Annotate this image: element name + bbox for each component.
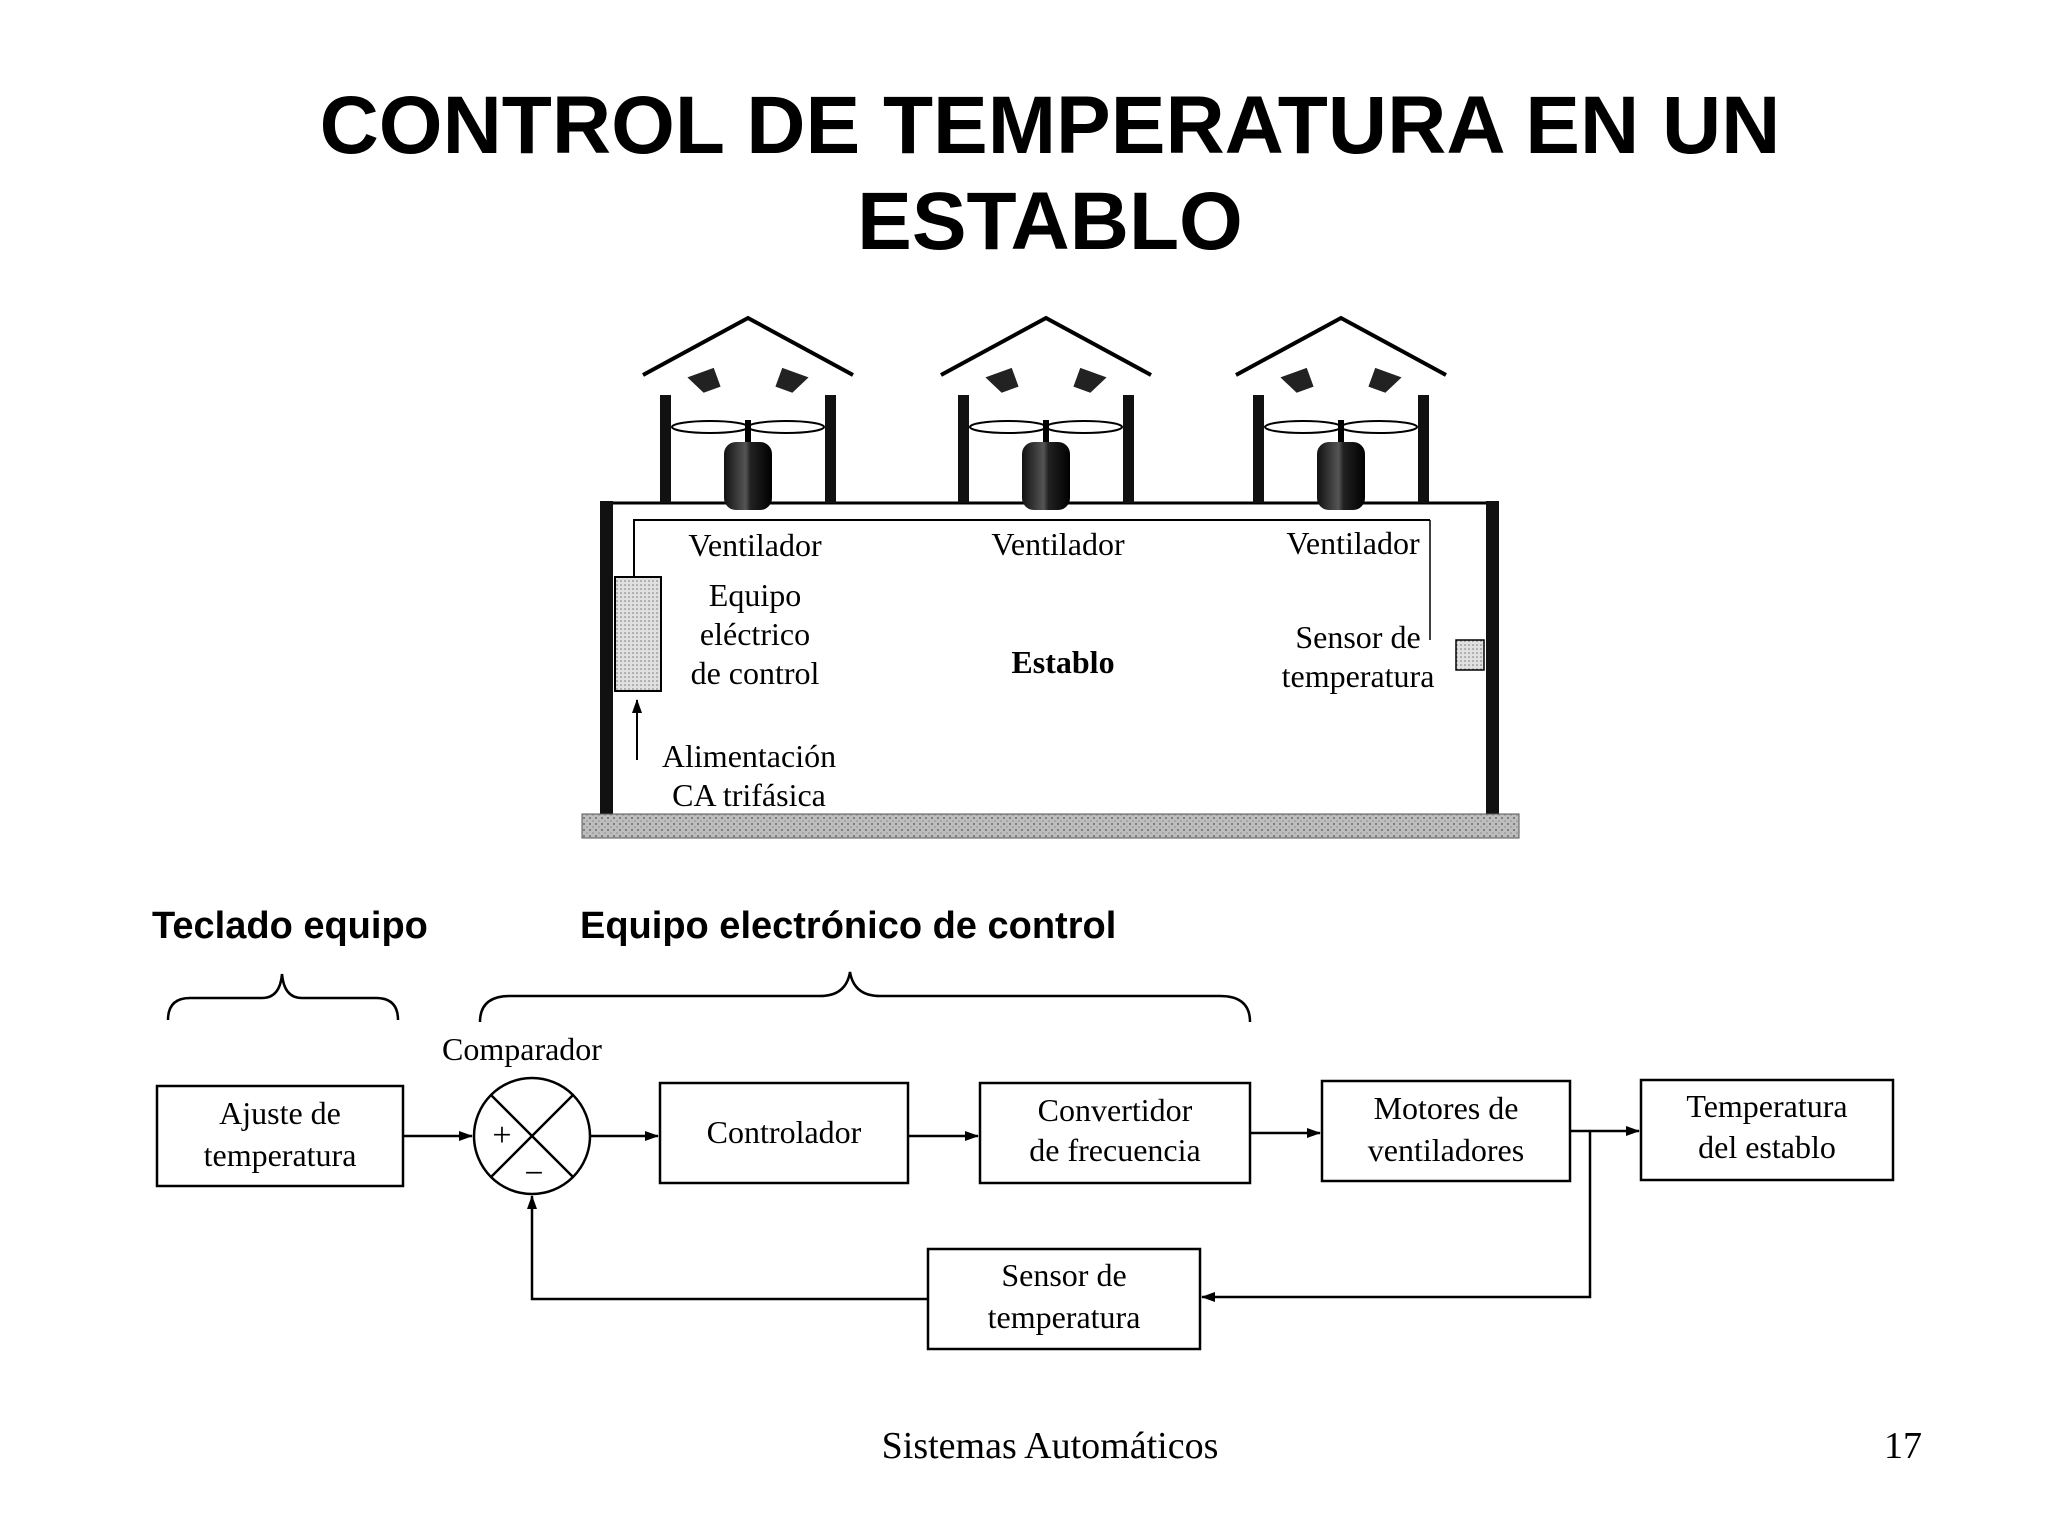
fan-label-1: Ventilador — [688, 527, 822, 563]
fan-blade-left — [671, 420, 749, 434]
block-converter-line-1: Convertidor — [1038, 1092, 1193, 1128]
fan-unit-2 — [940, 315, 1152, 510]
sensor-label-line-1: Sensor de — [1295, 619, 1420, 655]
fan-blade-right — [747, 420, 825, 434]
airflow-arrow-left-icon — [985, 367, 1019, 393]
block-setpoint-line-2: temperatura — [204, 1137, 357, 1173]
stable-right-wall — [1486, 501, 1499, 817]
title-line-2: ESTABLO — [857, 176, 1243, 267]
fan-hood-right-post — [825, 395, 836, 503]
fan-motor-icon — [1022, 442, 1070, 510]
block-output-line-2: del establo — [1698, 1129, 1836, 1165]
stable-illustration: Ventilador Ventilador Ventilador Equipo … — [581, 315, 1520, 839]
block-setpoint-line-1: Ajuste de — [219, 1095, 341, 1131]
block-temperature-sensor — [926, 1247, 1202, 1351]
fan-hood-right-post — [1123, 395, 1134, 503]
fan-shaft — [1043, 420, 1049, 442]
fan-blade-right — [1340, 420, 1418, 434]
block-motors-line-1: Motores de — [1374, 1090, 1519, 1126]
block-fan-motors — [1320, 1079, 1572, 1183]
fan-hood-roof — [1235, 315, 1447, 377]
fan-motor-icon — [724, 442, 772, 510]
power-label-line-2: CA trifásica — [672, 777, 826, 813]
fan-shaft — [745, 420, 751, 442]
control-label-line-1: Equipo — [709, 577, 801, 613]
stable-center-label: Establo — [1011, 644, 1114, 680]
block-setpoint — [155, 1084, 405, 1188]
page-number: 17 — [1884, 1425, 1922, 1467]
fan-hood-left-post — [958, 395, 969, 503]
fan-motor-icon — [1317, 442, 1365, 510]
block-sensor-line-1: Sensor de — [1001, 1257, 1126, 1293]
temperature-sensor-box — [1455, 639, 1485, 671]
slide-title: CONTROL DE TEMPERATURA EN UN ESTABLO — [0, 78, 2048, 270]
brace-right-label: Equipo electrónico de control — [580, 905, 1116, 947]
comparator-label: Comparador — [442, 1031, 602, 1067]
fan-unit-3 — [1235, 315, 1447, 510]
arrow-feedback-to-sensor — [1201, 1131, 1592, 1302]
power-label-line-1: Alimentación — [662, 738, 836, 774]
title-line-1: CONTROL DE TEMPERATURA EN UN — [319, 80, 1781, 171]
airflow-arrow-left-icon — [687, 367, 721, 393]
ground-strip — [581, 813, 1520, 839]
brace-left-label: Teclado equipo — [152, 905, 428, 947]
control-label-line-3: de control — [691, 655, 820, 691]
block-diagram: Teclado equipo Equipo electrónico de con… — [152, 905, 1895, 1351]
control-label-line-2: eléctrico — [700, 616, 810, 652]
fan-hood-right-post — [1418, 395, 1429, 503]
fan-label-2: Ventilador — [991, 526, 1125, 562]
comparator-plus-sign: + — [492, 1117, 511, 1154]
comparator-minus-sign: − — [524, 1155, 543, 1192]
block-output-line-1: Temperatura — [1686, 1088, 1847, 1124]
fan-hood-left-post — [1253, 395, 1264, 503]
block-frequency-converter — [978, 1081, 1252, 1185]
control-panel — [614, 576, 662, 692]
block-motors-line-2: ventiladores — [1368, 1132, 1524, 1168]
fan-unit-1 — [642, 315, 854, 510]
fan-blade-right — [1045, 420, 1123, 434]
stable-left-wall — [600, 501, 613, 817]
block-controller — [658, 1081, 910, 1185]
airflow-arrow-right-icon — [1368, 367, 1402, 393]
brace-right — [478, 971, 1252, 1023]
airflow-arrow-left-icon — [1280, 367, 1314, 393]
fan-shaft — [1338, 420, 1344, 442]
sensor-label-line-2: temperatura — [1282, 658, 1435, 694]
fan-hood-left-post — [660, 395, 671, 503]
comparator-summing-junction — [472, 1076, 592, 1196]
fan-hood-roof — [940, 315, 1152, 377]
arrow-sensor-to-comparator — [527, 1195, 928, 1301]
fan-label-3: Ventilador — [1286, 525, 1420, 561]
footer-course-name: Sistemas Automáticos — [881, 1425, 1219, 1467]
fan-hood-roof — [642, 315, 854, 377]
brace-left — [166, 973, 400, 1021]
control-wiring — [633, 519, 1430, 577]
airflow-arrow-right-icon — [775, 367, 809, 393]
block-sensor-line-2: temperatura — [988, 1299, 1141, 1335]
block-converter-line-2: de frecuencia — [1029, 1132, 1200, 1168]
block-controller-label: Controlador — [707, 1114, 862, 1150]
fan-blade-left — [1264, 420, 1342, 434]
fan-blade-left — [969, 420, 1047, 434]
airflow-arrow-right-icon — [1073, 367, 1107, 393]
block-stable-temperature — [1639, 1078, 1895, 1182]
